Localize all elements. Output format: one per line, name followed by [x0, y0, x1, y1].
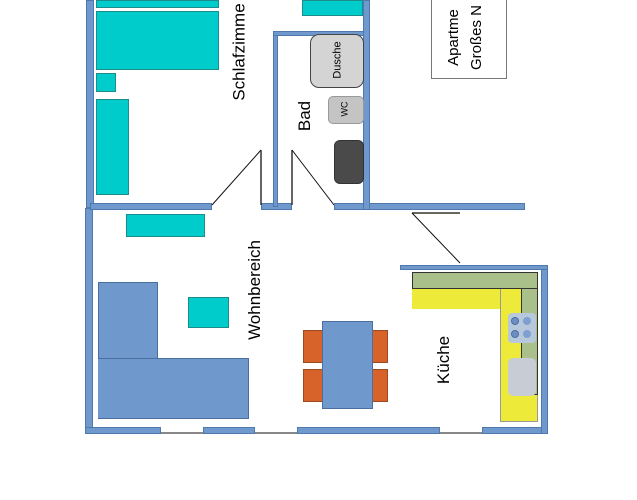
- burner-icon: [523, 317, 531, 325]
- wall-mid-3: [334, 203, 525, 210]
- bedroom-desk: [302, 0, 363, 16]
- shower: Dusche: [310, 34, 364, 88]
- bedroom-nightstand: [96, 73, 116, 92]
- washing-machine: [334, 140, 364, 184]
- burner-icon: [511, 330, 519, 338]
- burner-icon: [523, 330, 531, 338]
- living-coffee-table: [188, 297, 229, 328]
- title-box: Apartme Großes N: [431, 0, 507, 79]
- stove: [508, 313, 536, 343]
- sink: [508, 358, 536, 396]
- dining-table: [322, 321, 373, 409]
- wall-bottom-1: [85, 427, 161, 434]
- bedroom-wardrobe: [96, 0, 219, 8]
- wall-bottom-3: [297, 427, 440, 434]
- sofa-joint-cover: [99, 359, 157, 418]
- bedroom-dresser: [96, 99, 129, 195]
- wall-bottom-2: [203, 427, 255, 434]
- burner-icon: [511, 317, 519, 325]
- bedroom-bed: [96, 11, 219, 70]
- wall-kitchen-top: [400, 265, 548, 270]
- kitchen-counter-top: [412, 272, 538, 289]
- living-sideboard: [126, 214, 205, 237]
- wall-mid-1: [90, 203, 212, 210]
- kitchen-counter-yellow-top: [412, 289, 521, 309]
- toilet: WC: [328, 96, 364, 124]
